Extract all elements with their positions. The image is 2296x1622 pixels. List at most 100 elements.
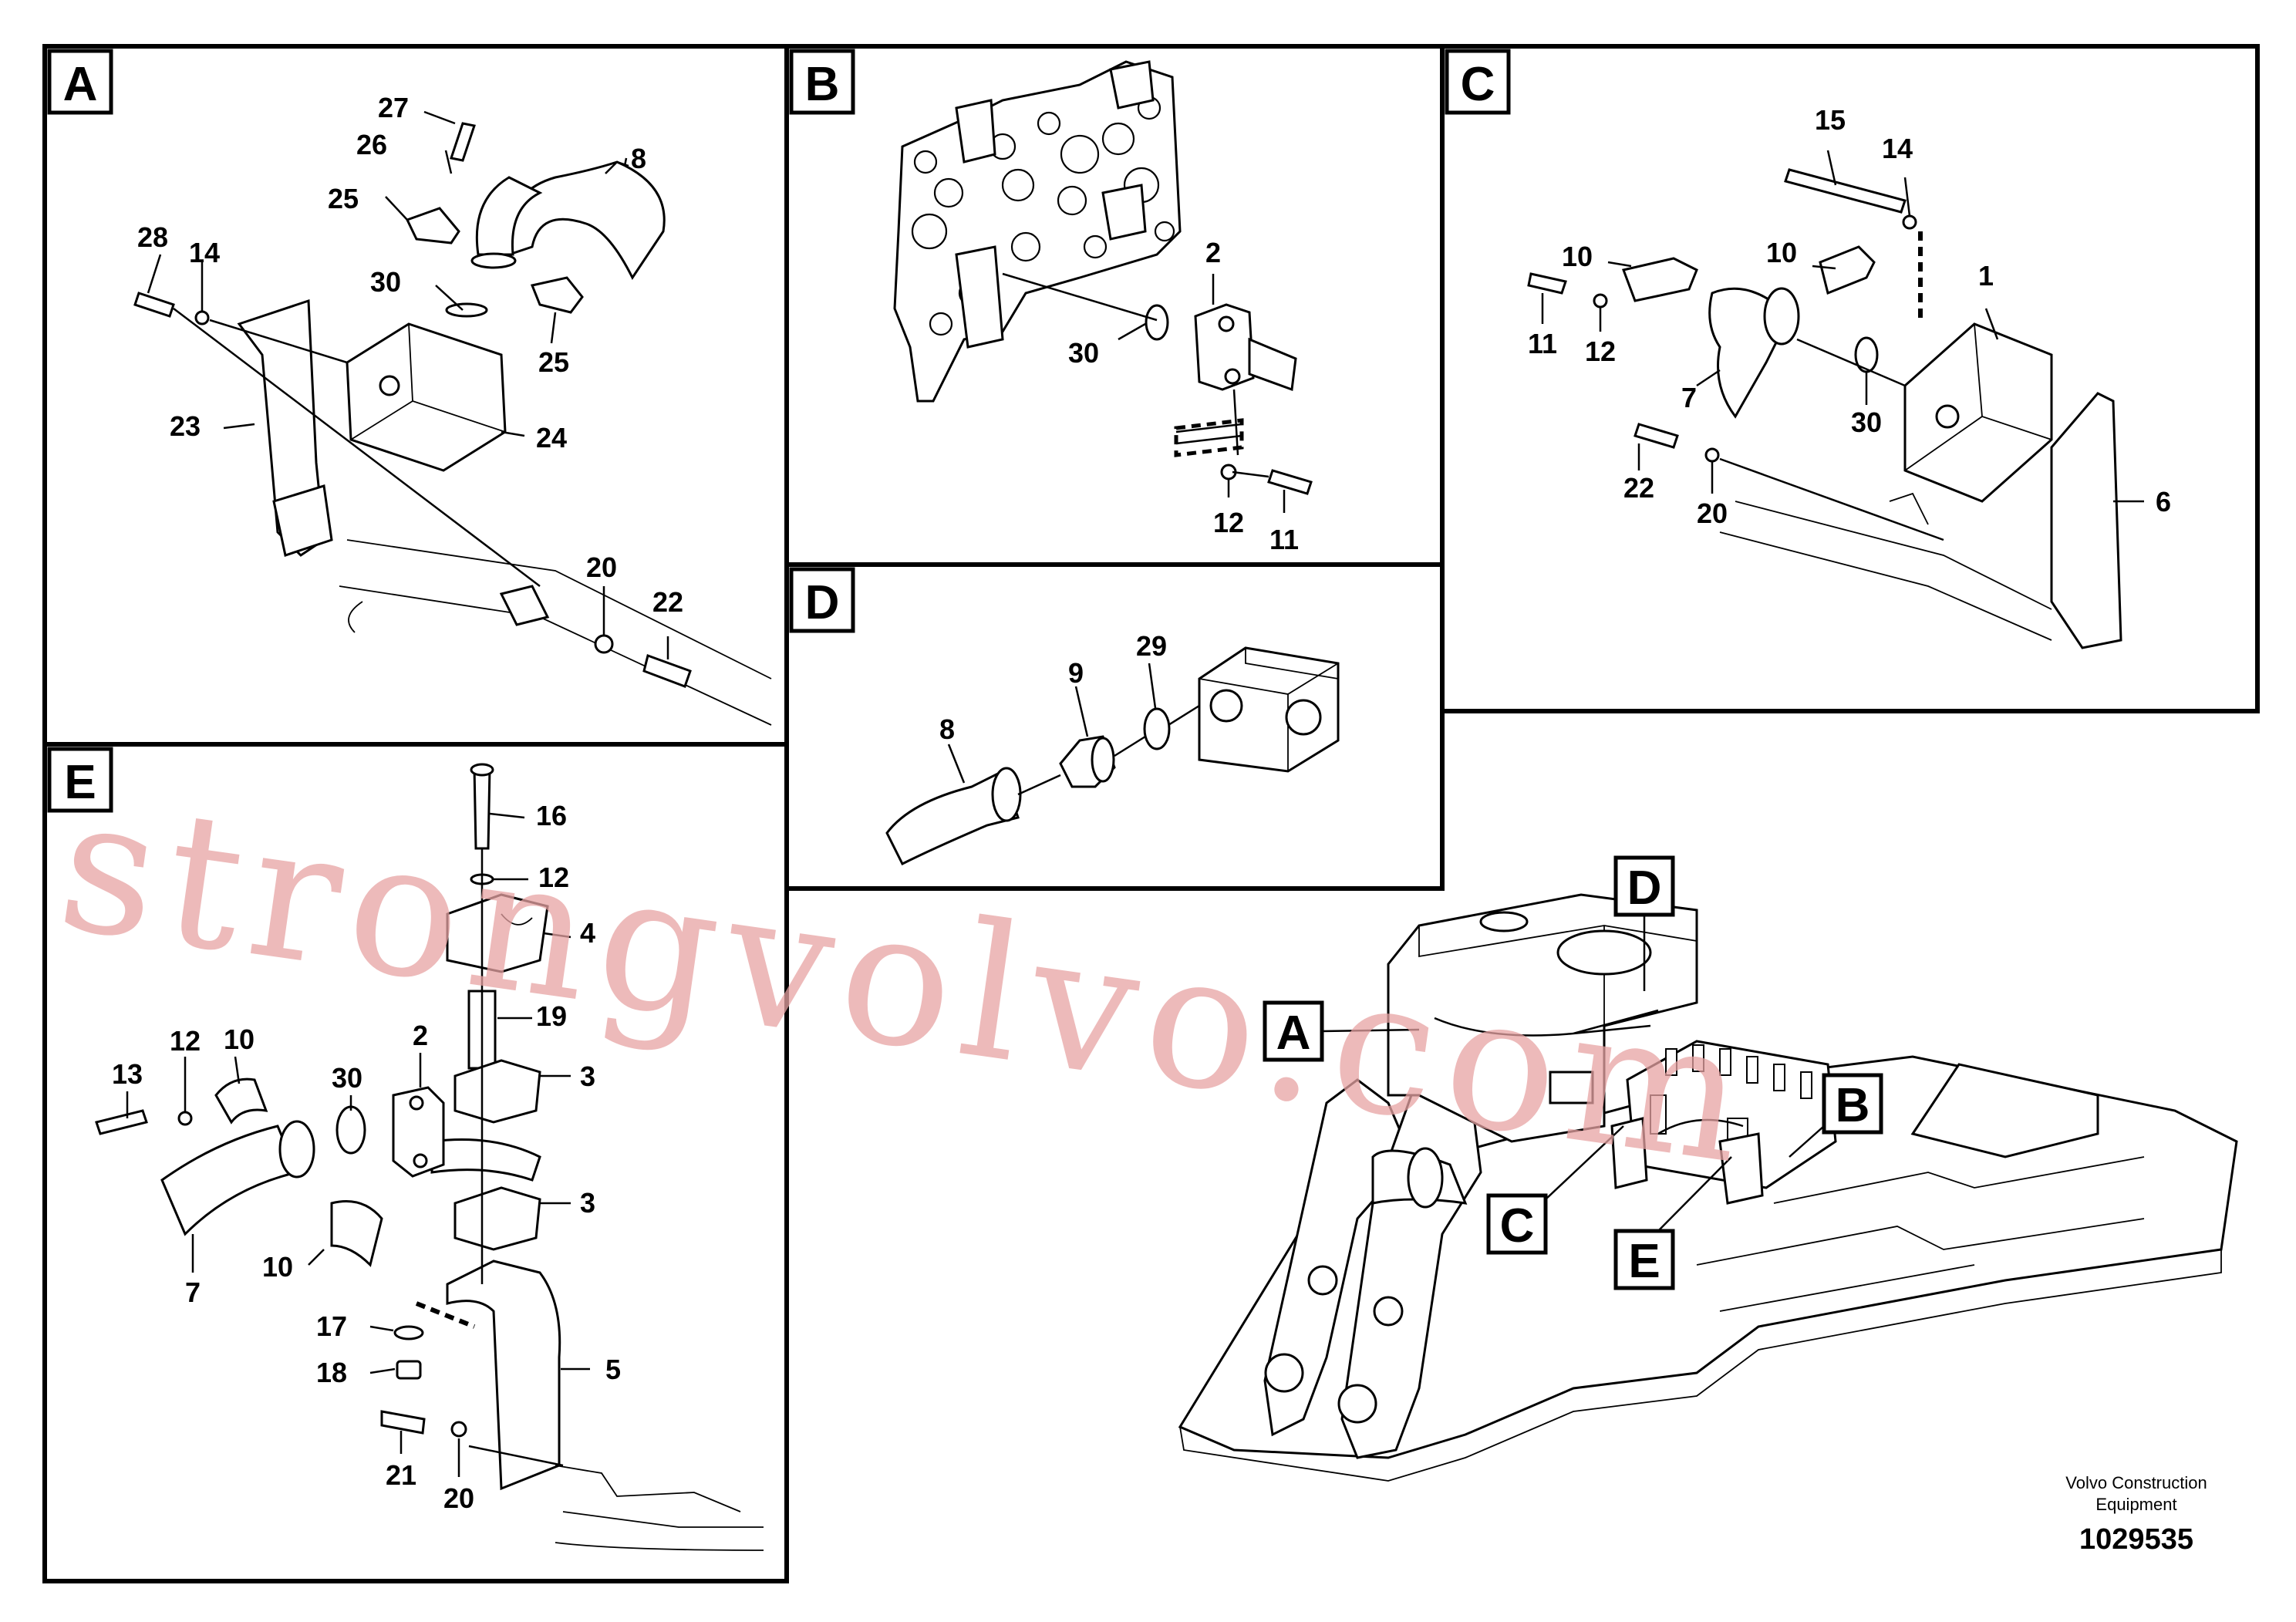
part-callout-e-20: 20 [443, 1482, 474, 1514]
panel-b: B 2 30 12 11 [784, 44, 1445, 567]
clamp-half-25-left [405, 207, 460, 244]
panel-d-labels: 29 9 8 [939, 630, 1167, 745]
nut-18 [396, 1360, 422, 1380]
part-callout-a-25: 25 [328, 183, 359, 214]
part-callout-e-2: 2 [413, 1020, 428, 1051]
part-callout-c-22: 22 [1623, 472, 1654, 504]
part-callout-e-17: 17 [316, 1310, 347, 1342]
overview-callout-d: D [1627, 862, 1662, 915]
part-callout-e-4: 4 [580, 917, 595, 949]
part-callout-a-28: 28 [137, 221, 168, 253]
bolt-22 [642, 654, 692, 688]
o-ring-29 [1143, 707, 1171, 750]
part-callout-c-6: 6 [2156, 486, 2171, 518]
part-callout-c-15: 15 [1815, 104, 1846, 136]
clamp-half-3-top [453, 1059, 541, 1124]
hose-8 [507, 160, 666, 280]
flange-end [1763, 287, 1800, 346]
panel-d: D 29 9 8 [784, 562, 1445, 891]
part-callout-a-30: 30 [370, 266, 401, 298]
part-callout-e-19: 19 [536, 1000, 567, 1032]
callout-d-box [1613, 855, 1675, 917]
part-callout-c-7: 7 [1681, 382, 1697, 413]
clamp-half-10-top [214, 1077, 268, 1125]
panel-c-labels: 15 14 10 10 1 11 12 7 30 22 20 6 [1528, 104, 2171, 529]
part-callout-e-5: 5 [605, 1354, 621, 1385]
bolt-22 [1633, 423, 1679, 449]
washer-12 [1593, 293, 1608, 309]
part-callout-c-12: 12 [1585, 336, 1616, 367]
part-callout-a-27: 27 [378, 92, 409, 123]
panel-e-labels: 16 12 4 19 10 12 13 2 30 3 3 7 10 17 18 … [112, 800, 621, 1514]
part-callout-d-29: 29 [1136, 630, 1167, 662]
part-callout-b-30: 30 [1068, 337, 1099, 369]
bolt-11 [1527, 272, 1567, 295]
part-callout-a-14: 14 [189, 237, 220, 268]
split-flange-2 [392, 1086, 445, 1178]
part-callout-a-24: 24 [536, 422, 567, 454]
washer-20 [1704, 447, 1720, 463]
part-callout-d-8: 8 [939, 713, 955, 745]
machine-overview: D A B C E [1178, 855, 2238, 1482]
credit-line-2: Equipment [2095, 1495, 2176, 1514]
overview-callout-b: B [1836, 1079, 1870, 1132]
panel-a-labels: 27 26 25 8 28 14 30 25 23 24 20 22 [137, 92, 683, 618]
part-callout-a-8: 8 [631, 143, 646, 174]
part-callout-e-16: 16 [536, 800, 567, 831]
overview-callout-c: C [1500, 1199, 1535, 1253]
terminal-block [1549, 1071, 1594, 1104]
bolt-28 [133, 292, 175, 318]
overview-callout-a: A [1276, 1007, 1311, 1060]
callout-b-box [1822, 1073, 1883, 1135]
credit-block: Volvo Construction Equipment 1029535 [2065, 1473, 2207, 1556]
clamp-half-10-bottom [330, 1200, 383, 1267]
clamp-half-10-right [1819, 245, 1876, 295]
washer-20 [450, 1421, 467, 1438]
washer-17 [393, 1325, 424, 1340]
bolt-27 [450, 122, 476, 162]
panel-c: C 15 14 10 10 1 11 12 7 [1440, 44, 2260, 713]
bracket-5 [446, 1259, 561, 1491]
elbow-fitting [475, 176, 543, 256]
washer-14 [194, 310, 210, 325]
part-callout-a-26: 26 [356, 129, 387, 160]
bracket-6 [2050, 392, 2122, 649]
callout-e-box [1613, 1229, 1675, 1290]
flange-ring [470, 252, 517, 269]
split-flange-2 [1194, 303, 1255, 391]
clamp-4 [446, 893, 549, 973]
clamp-half-25-right [530, 276, 584, 314]
bolt-21 [380, 1410, 426, 1435]
part-callout-c-11: 11 [1528, 328, 1557, 359]
part-callout-e-30: 30 [332, 1062, 362, 1094]
washer-14 [1902, 214, 1917, 230]
part-callout-c-10: 10 [1766, 237, 1797, 268]
part-callout-c-30: 30 [1851, 406, 1882, 438]
part-callout-b-12: 12 [1213, 507, 1244, 538]
part-callout-e-18: 18 [316, 1357, 347, 1388]
panel-c-tag: C [1461, 58, 1495, 111]
part-callout-e-12: 12 [170, 1025, 201, 1057]
part-callout-e-3: 3 [580, 1061, 595, 1092]
part-callout-c-14: 14 [1882, 133, 1913, 164]
callout-c-box [1486, 1193, 1548, 1255]
document-number: 1029535 [2079, 1523, 2193, 1556]
part-callout-a-25: 25 [538, 346, 569, 378]
clamp-half-3-bottom [453, 1186, 541, 1251]
washer-20 [594, 634, 614, 654]
panel-e-tag: E [64, 756, 96, 809]
part-callout-a-20: 20 [586, 551, 617, 583]
part-callout-c-1: 1 [1978, 260, 1994, 292]
panel-a-tag: A [63, 58, 98, 111]
part-callout-a-23: 23 [170, 410, 201, 442]
part-callout-e-21: 21 [386, 1459, 416, 1491]
part-callout-c-20: 20 [1697, 497, 1728, 529]
washer-12 [177, 1111, 193, 1126]
credit-line-1: Volvo Construction [2065, 1473, 2207, 1492]
panel-b-labels: 2 30 12 11 [1068, 237, 1299, 555]
part-callout-b-11: 11 [1269, 524, 1299, 555]
part-callout-e-10: 10 [262, 1251, 293, 1283]
part-callout-e-13: 13 [112, 1058, 143, 1090]
part-callout-d-9: 9 [1068, 657, 1084, 689]
